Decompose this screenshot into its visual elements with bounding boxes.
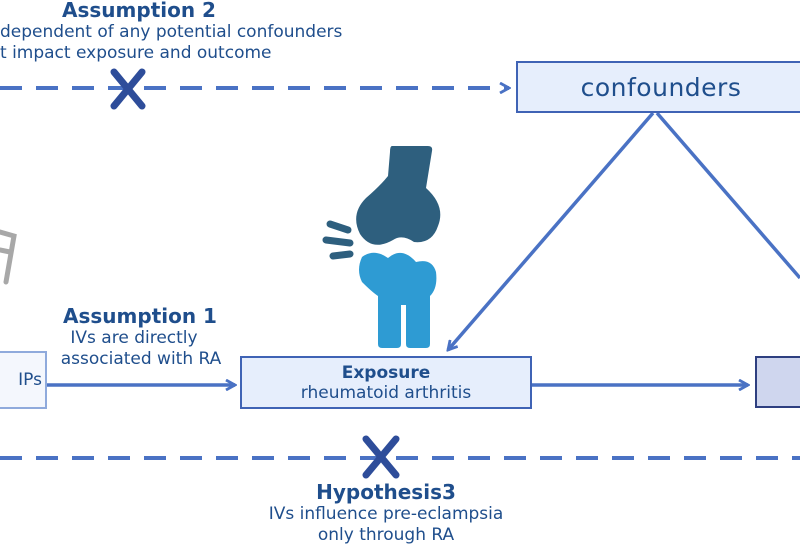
assumption2-title: Assumption 2: [62, 0, 216, 22]
confounders-box: confounders: [516, 61, 800, 113]
exposure-title: Exposure: [341, 362, 431, 383]
assumption1-line2: associated with RA: [60, 349, 222, 369]
assumption1-title: Assumption 1: [63, 304, 217, 328]
outcome-box: [755, 356, 800, 408]
hypothesis3-title: Hypothesis3: [316, 480, 456, 504]
pain-lines-icon: [322, 220, 354, 260]
exposure-box: Exposure rheumatoid arthritis: [240, 356, 532, 409]
exposure-subtitle: rheumatoid arthritis: [300, 382, 472, 403]
assumption2-cross-icon: [110, 68, 146, 110]
confounders-label: confounders: [580, 72, 742, 102]
assumption1-line1: IVs are directly: [70, 328, 198, 348]
knee-joint-icon: [322, 146, 441, 348]
assumption2-line2: t impact exposure and outcome: [0, 43, 272, 63]
hypothesis3-line1: IVs influence pre-eclampsia: [268, 504, 504, 524]
assumption2-line1: dependent of any potential confounders: [0, 22, 343, 42]
confounder-to-outcome-arrow: [655, 111, 800, 280]
snps-label: IPs: [18, 370, 42, 390]
hypothesis3-cross-icon: [362, 435, 400, 479]
dna-icon: [0, 229, 17, 285]
snps-box: IPs: [0, 351, 47, 409]
confounder-to-exposure-arrow: [448, 111, 655, 350]
hypothesis3-line2: only through RA: [317, 525, 455, 545]
